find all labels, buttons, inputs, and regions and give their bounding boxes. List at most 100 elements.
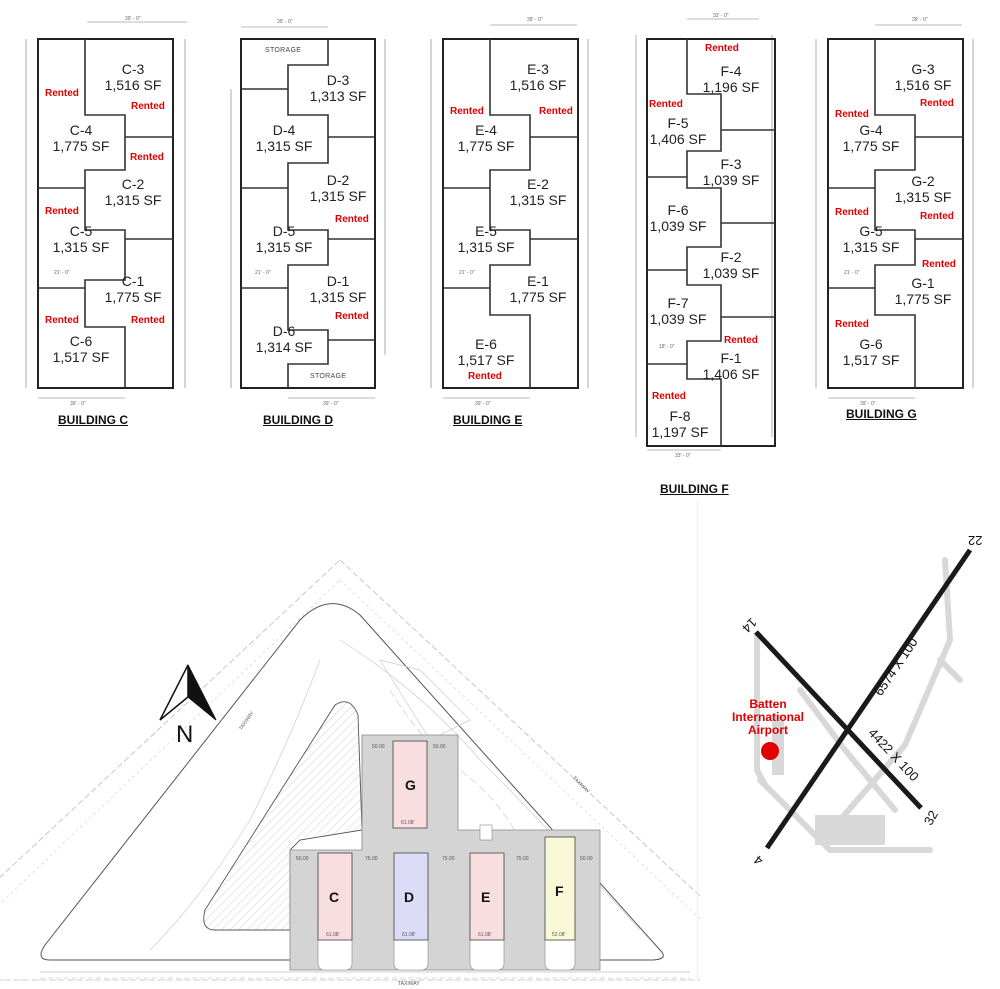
airport-name: Batten International Airport (731, 697, 804, 737)
dim-mid: 18' - 0" (659, 344, 675, 350)
runway-diagram (754, 548, 973, 853)
north-arrow-icon (159, 664, 189, 721)
dim-mid: 21' - 0" (54, 270, 70, 276)
runway-4-22 (764, 548, 973, 850)
rented-badge: Rented (130, 152, 164, 163)
site-building-e (469, 852, 505, 941)
section-divider (697, 500, 698, 980)
spacing-c-left: 50.00 (296, 856, 309, 862)
rented-badge: Rented (835, 319, 869, 330)
building-d-walls (230, 26, 386, 399)
building-c-walls (25, 21, 187, 399)
spacing-g-left: 50.00 (372, 744, 385, 750)
site-label-g: G (405, 777, 416, 793)
rented-badge: Rented (835, 207, 869, 218)
site-plan: N TAXIWAY TAXIWAY TAXIWAY G 61.08' C 61.… (0, 540, 700, 989)
site-building-g (392, 740, 428, 829)
site-width-e: 61.08' (478, 932, 492, 938)
rented-badge: Rented (335, 214, 369, 225)
runway-14-32 (754, 630, 923, 810)
rented-badge: Rented (835, 109, 869, 120)
site-plan-drawing (0, 559, 700, 981)
perimeter-road (40, 603, 664, 961)
rented-badge: Rented (922, 259, 956, 270)
site-label-c: C (329, 889, 340, 905)
storage-bottom: STORAGE (310, 373, 347, 380)
rented-badge: Rented (131, 315, 165, 326)
dim-top: 39' - 0" (125, 16, 141, 22)
site-width-f: 52.08' (552, 932, 566, 938)
rented-badge: Rented (335, 311, 369, 322)
site-label-f: F (555, 883, 564, 899)
site-width-d: 61.08' (402, 932, 416, 938)
dim-bottom: 39' - 0" (70, 401, 86, 407)
rented-badge: Rented (539, 106, 573, 117)
dim-top: 33' - 0" (713, 13, 729, 19)
north-label: N (176, 721, 194, 748)
dim-bottom: 33' - 0" (675, 453, 691, 459)
rented-badge: Rented (131, 101, 165, 112)
site-label-d: D (404, 889, 415, 905)
site-label-e: E (481, 889, 491, 905)
rented-badge: Rented (45, 88, 79, 99)
site-building-f (544, 836, 576, 941)
spacing-ef: 75.00 (516, 856, 529, 862)
rented-badge: Rented (705, 43, 739, 54)
building-g-title: BUILDING G (846, 407, 917, 421)
rented-badge: Rented (724, 335, 758, 346)
dim-top: 39' - 0" (912, 17, 928, 23)
rented-badge: Rented (45, 206, 79, 217)
floor-plan-building-d: 39' - 0" 21' - 0" 39' - 0" STORAGE STORA… (225, 15, 405, 435)
airport-map: Batten International Airport 6574 X 100 … (700, 520, 1000, 900)
taxiway-label-bottom: TAXIWAY (398, 981, 420, 987)
airport-location-dot (761, 742, 779, 760)
runway-end-22: 22 (968, 533, 983, 548)
spacing-cd: 75.00 (365, 856, 378, 862)
pavement-area (289, 734, 601, 971)
rented-badge: Rented (649, 99, 683, 110)
dim-mid: 21' - 0" (844, 270, 860, 276)
site-building-d (393, 852, 429, 941)
building-f-title: BUILDING F (660, 482, 729, 496)
dim-bottom: 39' - 0" (860, 401, 876, 407)
spacing-de: 75.00 (442, 856, 455, 862)
building-e-walls (430, 24, 589, 399)
rented-badge: Rented (920, 211, 954, 222)
building-g-walls (815, 24, 974, 399)
site-building-c (317, 852, 353, 941)
dim-mid: 21' - 0" (459, 270, 475, 276)
dim-mid: 21' - 0" (255, 270, 271, 276)
spacing-f-right: 50.00 (580, 856, 593, 862)
rented-badge: Rented (45, 315, 79, 326)
